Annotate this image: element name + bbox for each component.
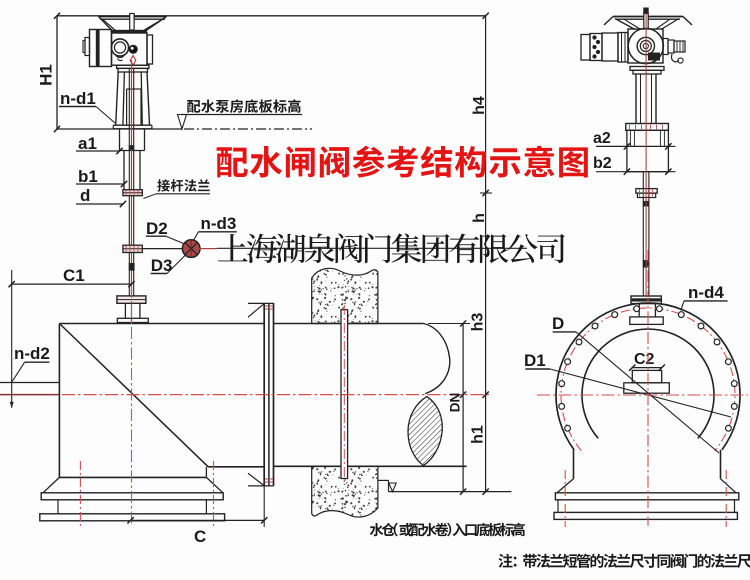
svg-text:D: D xyxy=(552,314,564,333)
svg-text:d: d xyxy=(80,186,90,205)
svg-text:b1: b1 xyxy=(78,167,98,186)
svg-text:D3: D3 xyxy=(151,256,173,275)
svg-text:n-d4: n-d4 xyxy=(688,283,724,302)
svg-text:C: C xyxy=(194,527,206,546)
svg-text:h: h xyxy=(471,213,488,223)
svg-text:h3: h3 xyxy=(470,313,487,332)
svg-text:h1: h1 xyxy=(470,425,487,444)
svg-text:a1: a1 xyxy=(78,134,97,153)
svg-text:h4: h4 xyxy=(471,96,488,115)
svg-text:D1: D1 xyxy=(524,351,546,370)
svg-text:DN: DN xyxy=(448,393,463,413)
svg-text:C2: C2 xyxy=(634,351,655,368)
svg-text:a2: a2 xyxy=(593,130,611,147)
svg-text:n-d1: n-d1 xyxy=(60,89,96,108)
svg-text:b2: b2 xyxy=(593,155,612,172)
svg-text:H1: H1 xyxy=(37,64,56,86)
svg-text:n-d2: n-d2 xyxy=(14,344,50,363)
svg-text:D2: D2 xyxy=(146,219,168,238)
svg-text:n-d3: n-d3 xyxy=(201,214,237,233)
svg-text:C1: C1 xyxy=(63,266,85,285)
